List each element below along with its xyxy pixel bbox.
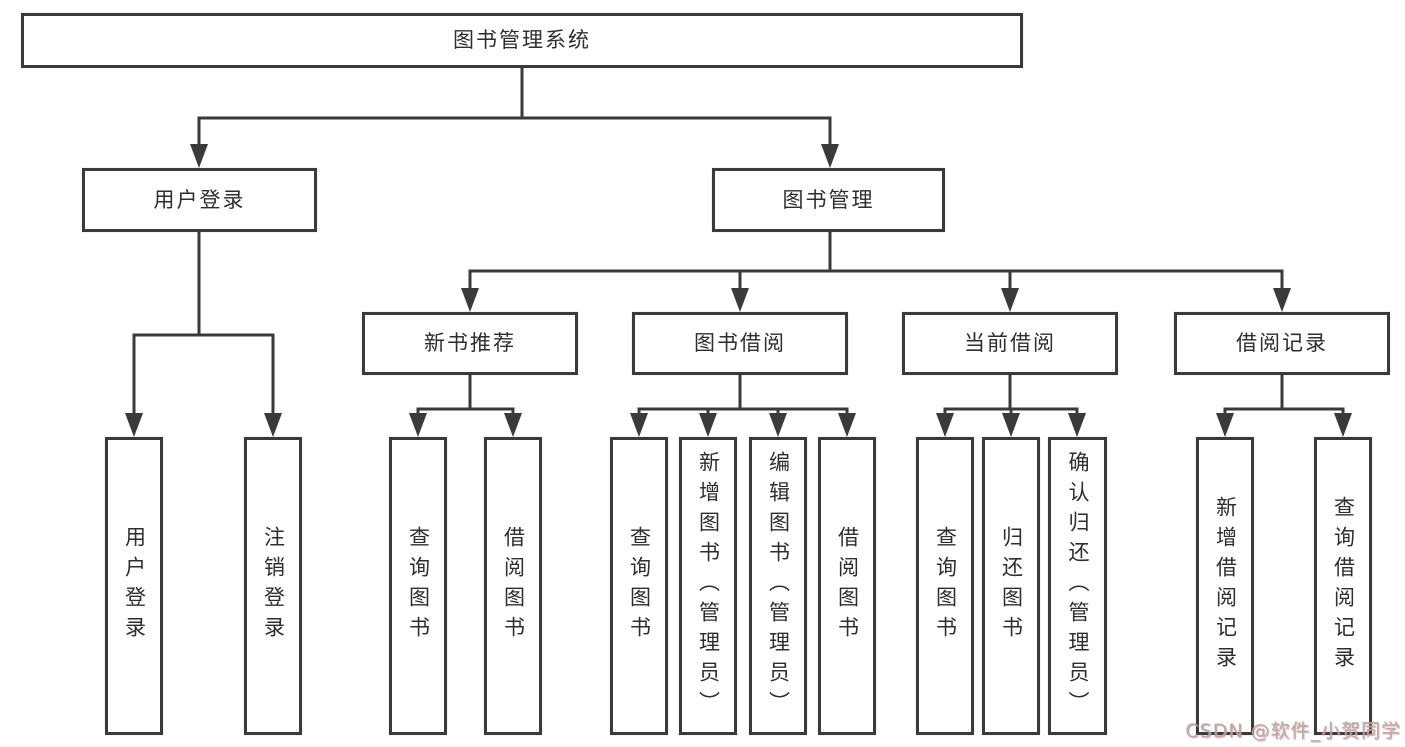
node-root-label: 图书管理系统 (453, 28, 591, 52)
leaf-cb-query-books-label: 查询图书 (933, 526, 958, 646)
node-root: 图书管理系统 (21, 13, 1023, 68)
leaf-nb-query-books-label: 查询图书 (406, 526, 431, 646)
leaf-user-login-label: 用户登录 (122, 526, 147, 646)
leaf-br-add-record-label: 新增借阅记录 (1213, 496, 1238, 676)
leaf-br-query-record: 查询借阅记录 (1314, 437, 1372, 735)
leaf-bb-edit-books-admin: 编辑图书（管理员） (749, 437, 807, 735)
csdn-watermark: CSDN @软件_小贺同学 (1185, 720, 1401, 742)
leaf-logout: 注销登录 (244, 437, 302, 735)
arrowhead-icons (125, 144, 1352, 437)
leaf-nb-borrow-books-label: 借阅图书 (501, 526, 526, 646)
node-borrowing-records-label: 借阅记录 (1236, 331, 1328, 355)
leaf-nb-query-books: 查询图书 (389, 437, 447, 735)
node-book-borrowing: 图书借阅 (632, 312, 848, 375)
leaf-bb-add-books-admin: 新增图书（管理员） (679, 437, 737, 735)
leaf-bb-add-books-admin-label: 新增图书（管理员） (696, 451, 721, 721)
leaf-cb-confirm-return-admin: 确认归还（管理员） (1048, 437, 1107, 735)
node-current-borrowing: 当前借阅 (902, 312, 1118, 375)
leaf-user-login: 用户登录 (105, 437, 163, 735)
node-current-borrowing-label: 当前借阅 (964, 331, 1056, 355)
leaf-cb-confirm-return-admin-label: 确认归还（管理员） (1066, 451, 1090, 721)
node-borrowing-records: 借阅记录 (1174, 312, 1390, 375)
leaf-logout-label: 注销登录 (261, 526, 286, 646)
node-book-borrowing-label: 图书借阅 (694, 331, 786, 355)
leaf-bb-query-books-label: 查询图书 (627, 526, 652, 646)
leaf-bb-edit-books-admin-label: 编辑图书（管理员） (766, 451, 791, 721)
node-new-book-recommend: 新书推荐 (362, 312, 578, 375)
leaf-nb-borrow-books: 借阅图书 (484, 437, 542, 735)
node-book-management-label: 图书管理 (782, 187, 875, 212)
leaf-br-add-record: 新增借阅记录 (1196, 437, 1254, 735)
leaf-bb-borrow-books-label: 借阅图书 (835, 526, 860, 646)
node-new-book-recommend-label: 新书推荐 (424, 331, 516, 355)
leaf-br-query-record-label: 查询借阅记录 (1331, 496, 1356, 676)
leaf-cb-return-books: 归还图书 (982, 437, 1040, 735)
node-user-login: 用户登录 (82, 168, 317, 232)
node-book-management: 图书管理 (712, 168, 945, 232)
leaf-cb-query-books: 查询图书 (916, 437, 974, 735)
leaf-bb-query-books: 查询图书 (610, 437, 668, 735)
leaf-bb-borrow-books: 借阅图书 (818, 437, 876, 735)
leaf-cb-return-books-label: 归还图书 (999, 526, 1024, 646)
node-user-login-label: 用户登录 (153, 187, 246, 212)
